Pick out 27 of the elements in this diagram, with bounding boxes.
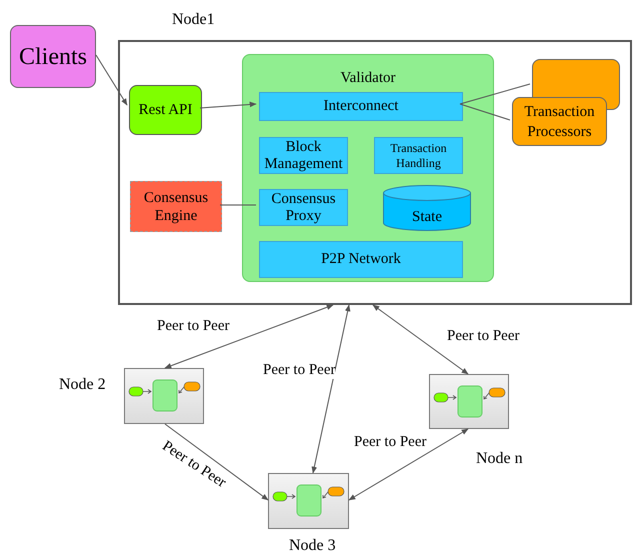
engine-box: Consensus Engine xyxy=(130,181,222,232)
component-bar: Interconnect xyxy=(259,92,463,121)
arrow xyxy=(96,54,128,106)
connector-line xyxy=(460,84,530,104)
arrow xyxy=(200,102,257,108)
node-label: Node 3 xyxy=(289,536,336,556)
component-box: Consensus Proxy xyxy=(259,189,348,226)
processor-box: Transaction Processors xyxy=(512,97,607,146)
node-label: Node 2 xyxy=(59,375,106,395)
api-box: Rest API xyxy=(129,85,202,135)
client-box: Clients xyxy=(10,25,96,88)
cylinder-label: State xyxy=(411,208,443,227)
arrow xyxy=(348,428,469,500)
arrow xyxy=(164,304,334,368)
panel-title: Validator xyxy=(340,69,396,88)
component-bar: P2P Network xyxy=(259,241,463,278)
node-label: Node n xyxy=(476,449,523,469)
component-box: Block Management xyxy=(259,137,348,174)
validator-panel xyxy=(242,54,494,282)
connector-line xyxy=(460,104,510,120)
component-box: Transaction Handling xyxy=(374,137,463,174)
arrow xyxy=(164,424,269,500)
edge-label: Peer to Peer xyxy=(263,362,336,379)
arrow xyxy=(372,304,469,374)
connector-line xyxy=(220,204,256,206)
arrow xyxy=(312,304,350,474)
node-label: Node1 xyxy=(172,10,215,30)
